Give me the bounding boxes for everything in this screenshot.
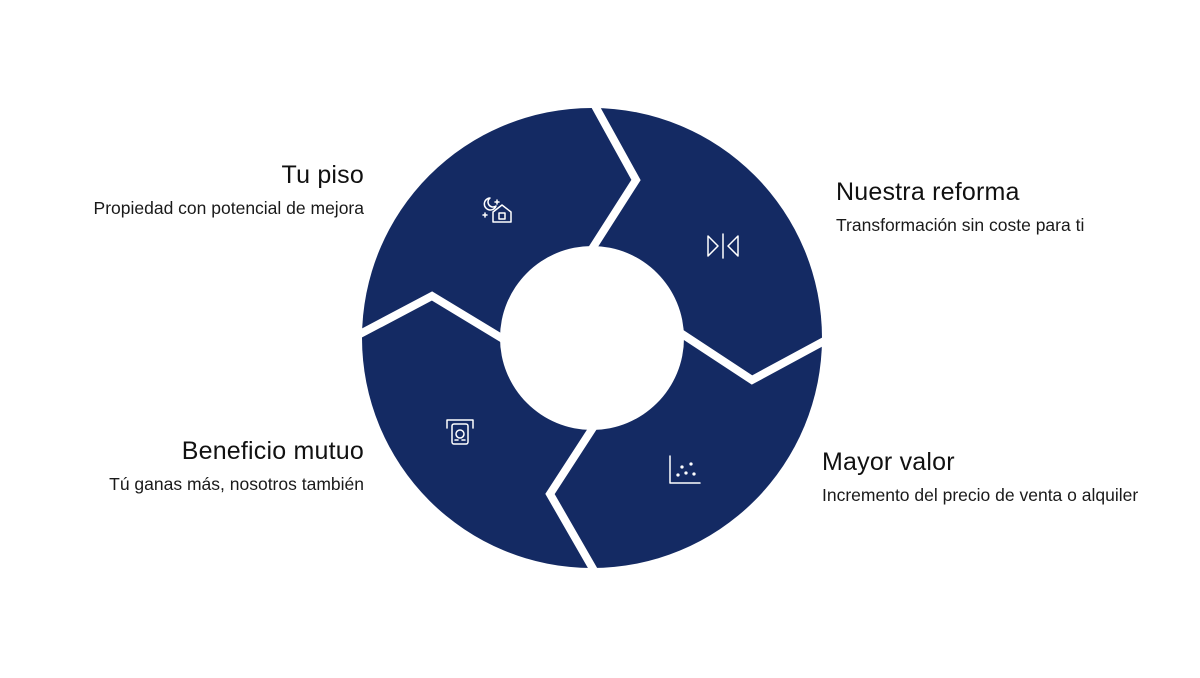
house-stars-icon [482,197,512,223]
step-tu-piso: Tu piso Propiedad con potencial de mejor… [4,160,364,220]
step-title: Beneficio mutuo [181,437,364,465]
separator-bottom [545,417,602,576]
step-beneficio-mutuo: Beneficio mutuo Tú ganas más, nosotros t… [4,436,364,496]
step-title: Nuestra reforma [836,178,1020,206]
separator-right [673,326,828,385]
scatter-chart-icon [669,455,701,484]
center-hole [500,246,684,430]
step-description: Propiedad con potencial de mejora [93,198,364,218]
step-description: Tú ganas más, nosotros también [109,474,364,494]
mirror-flip-icon [707,233,739,259]
separator-left [358,291,511,346]
step-nuestra-reforma: Nuestra reforma Transformación sin coste… [836,177,1176,237]
separator-top [586,102,641,255]
step-title: Tu piso [281,161,364,189]
step-description: Transformación sin coste para ti [836,215,1085,235]
money-receipt-icon [446,419,474,445]
step-description: Incremento del precio de venta o alquile… [822,485,1139,505]
step-mayor-valor: Mayor valor Incremento del precio de ven… [822,447,1162,507]
step-title: Mayor valor [822,448,955,476]
